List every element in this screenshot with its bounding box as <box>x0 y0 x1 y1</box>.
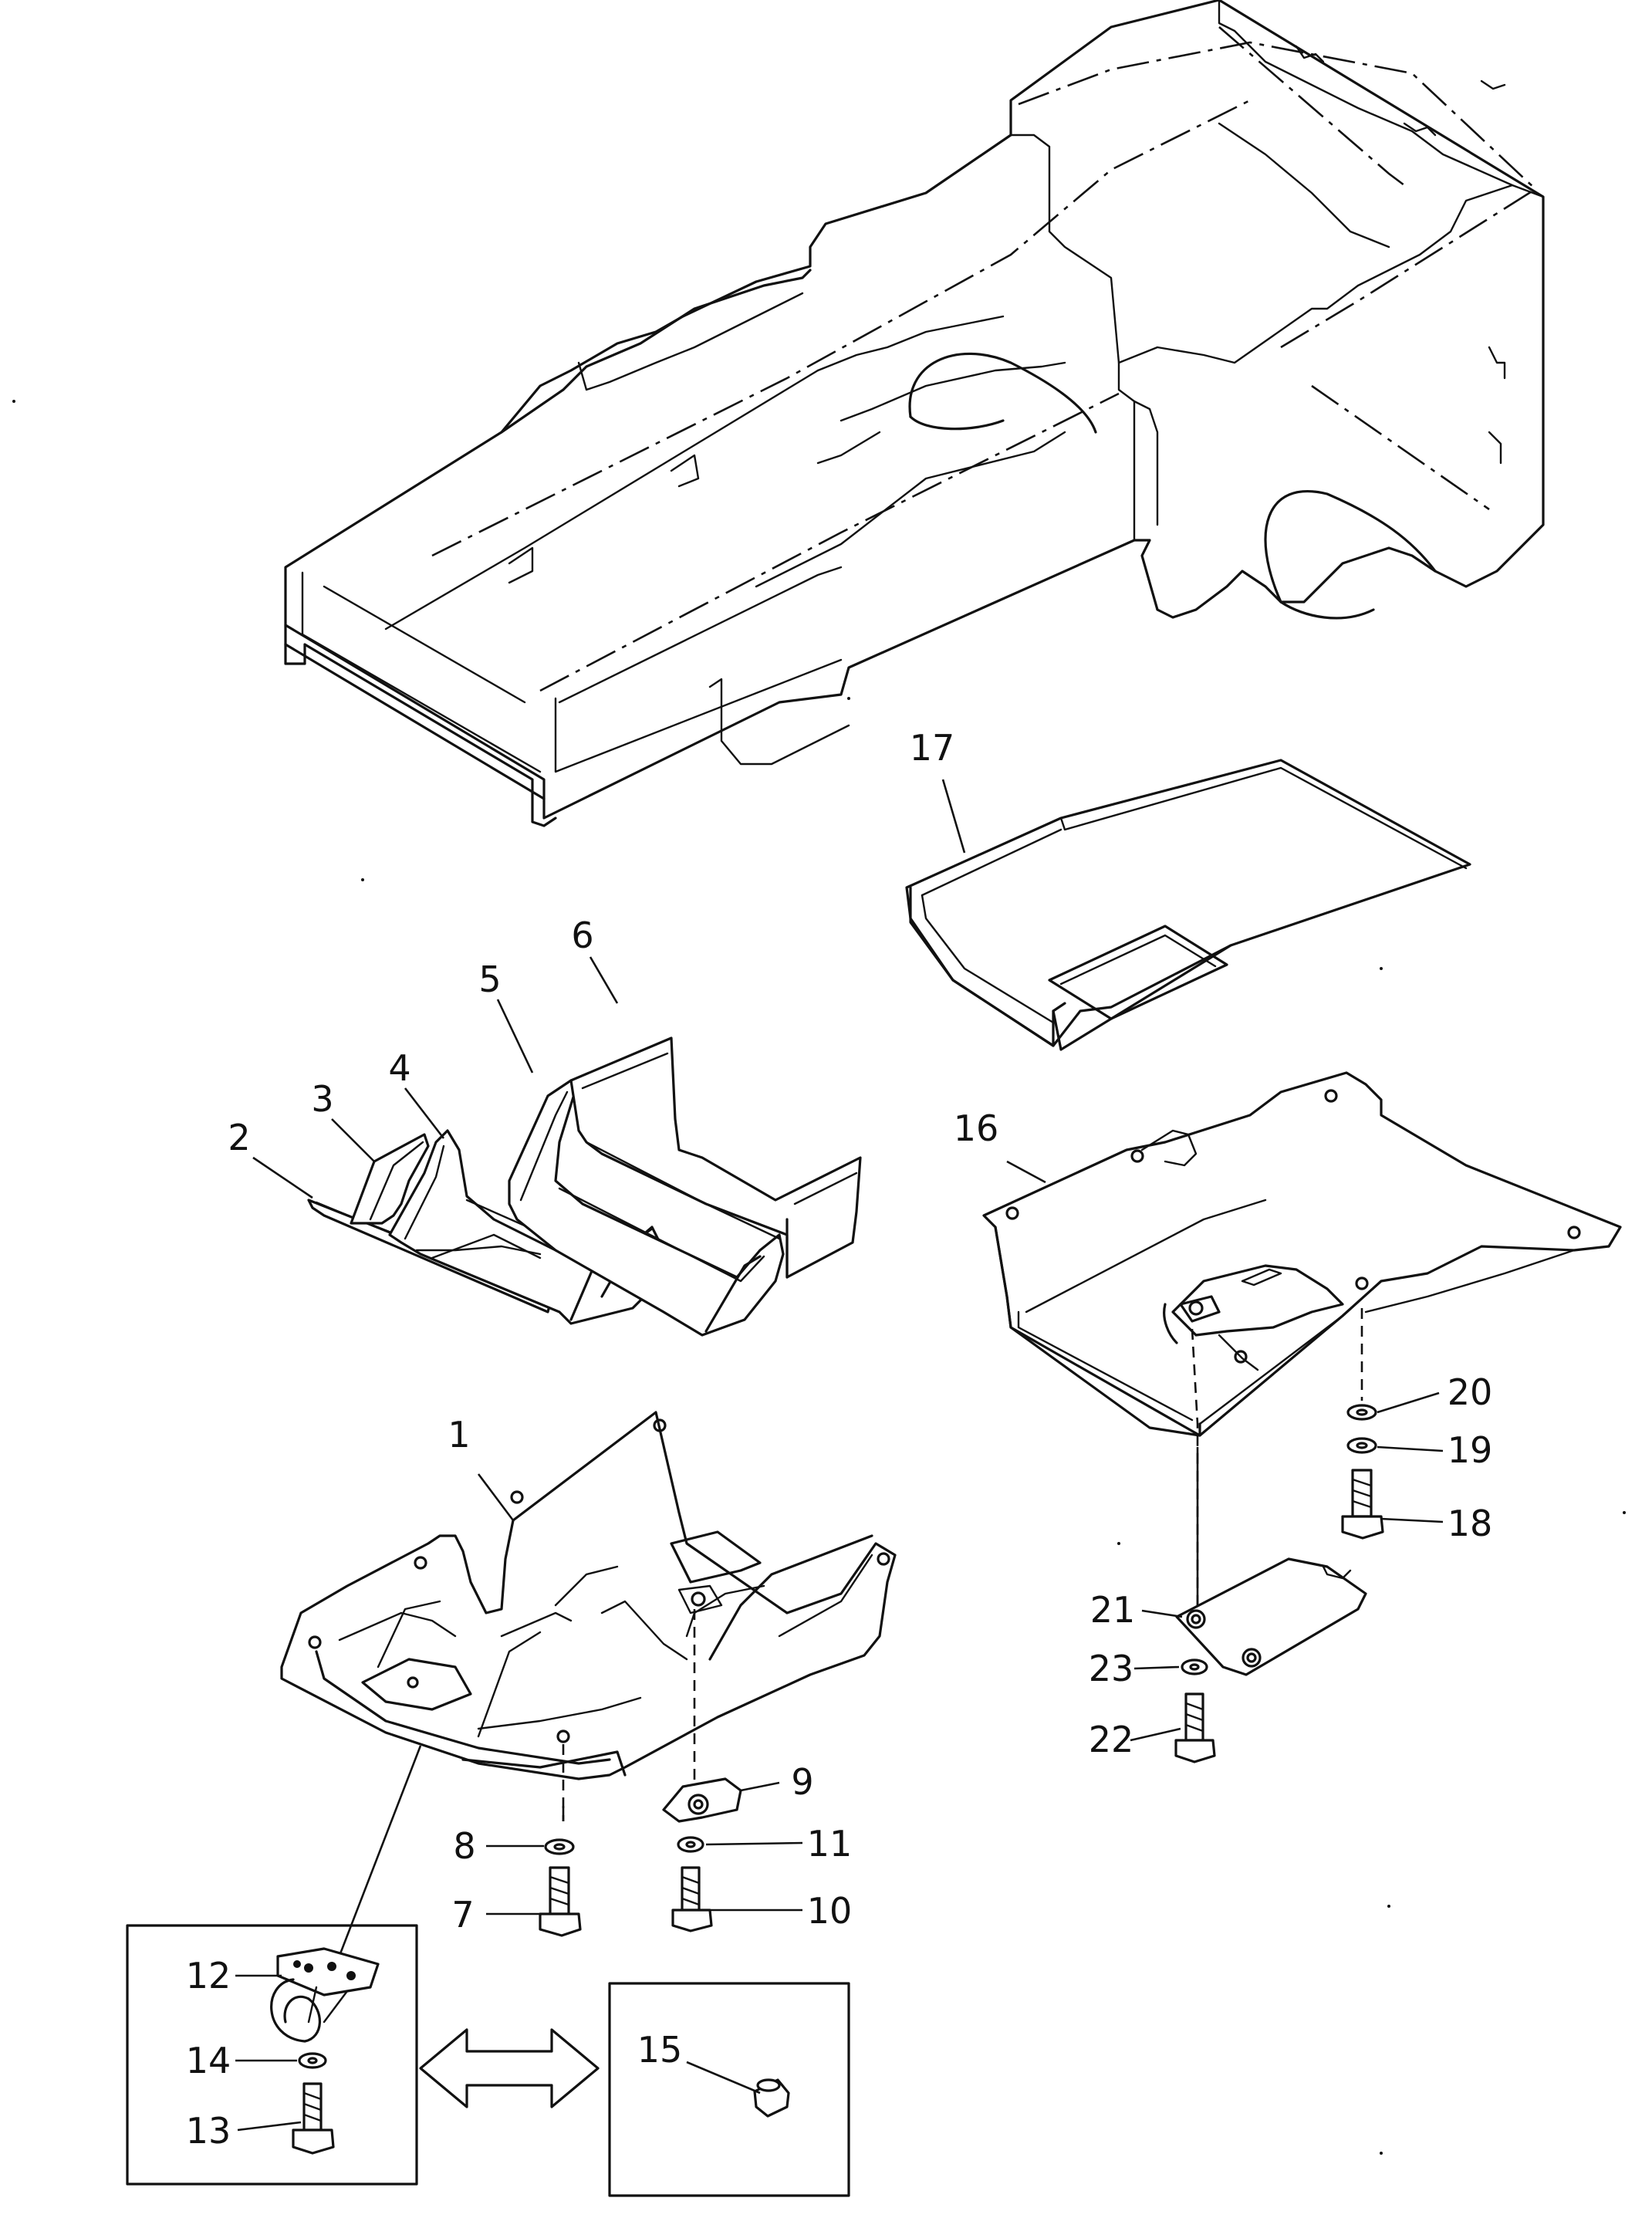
part-17-tray <box>905 759 1471 1051</box>
washer-23 <box>1181 1658 1208 1675</box>
callout-15: 15 <box>637 2029 683 2071</box>
part-6-u-channel <box>569 1036 862 1279</box>
callout-numbers: 1 2 3 4 5 6 7 8 9 10 11 12 13 14 15 16 1… <box>186 727 1493 2152</box>
callout-4: 4 <box>388 1047 410 1089</box>
callout-18: 18 <box>1448 1503 1493 1544</box>
leader-lines <box>235 779 1444 2132</box>
part-21-plate <box>1175 1557 1367 1676</box>
washer-11 <box>677 1836 704 1853</box>
callout-3: 3 <box>311 1078 333 1120</box>
part-16-cover <box>982 1071 1622 1617</box>
callout-16: 16 <box>954 1107 999 1149</box>
callout-2: 2 <box>228 1117 250 1158</box>
double-arrow <box>419 2028 600 2108</box>
washer-20 <box>1346 1404 1377 1421</box>
callout-1: 1 <box>448 1414 470 1456</box>
inset-box-right <box>608 1982 850 2197</box>
callout-5: 5 <box>478 959 501 1000</box>
callout-13: 13 <box>186 2110 231 2152</box>
bolt-22 <box>1174 1692 1216 1763</box>
inset-box-left <box>126 1745 422 2186</box>
callout-23: 23 <box>1089 1648 1134 1689</box>
bolt-7 <box>539 1866 582 1937</box>
callout-14: 14 <box>186 2040 231 2081</box>
callout-8: 8 <box>453 1825 475 1867</box>
callout-6: 6 <box>571 915 593 956</box>
callout-22: 22 <box>1089 1719 1134 1760</box>
bolt-10 <box>671 1866 713 1932</box>
part-1-skid-plate <box>280 1411 897 1821</box>
scan-speckles <box>12 400 1626 2155</box>
callout-17: 17 <box>910 727 955 769</box>
callout-11: 11 <box>807 1823 853 1865</box>
callout-10: 10 <box>807 1890 853 1932</box>
washer-8 <box>544 1838 575 1855</box>
part-9-small-plate <box>662 1777 742 1823</box>
callout-7: 7 <box>451 1894 474 1936</box>
bolt-18 <box>1341 1469 1384 1540</box>
callout-20: 20 <box>1448 1371 1493 1413</box>
callout-19: 19 <box>1448 1429 1493 1471</box>
part-3-side-bracket <box>350 1133 430 1225</box>
callout-12: 12 <box>186 1955 231 1997</box>
washer-19 <box>1346 1437 1377 1454</box>
callout-21: 21 <box>1090 1589 1136 1631</box>
part-5-u-channel <box>508 1079 785 1337</box>
callout-9: 9 <box>791 1761 813 1803</box>
machine-frame-body <box>284 0 1545 827</box>
